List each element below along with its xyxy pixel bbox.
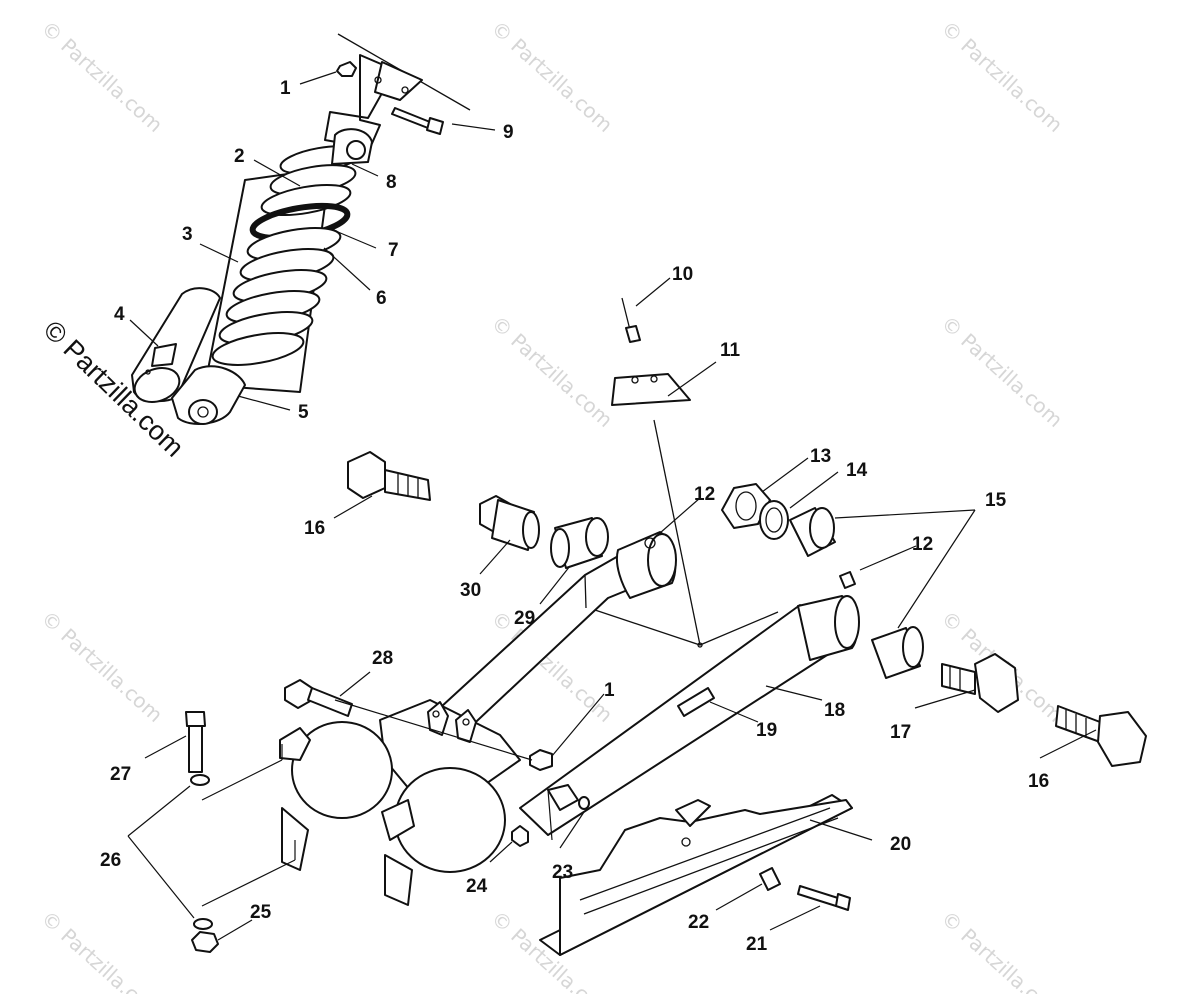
- bushing-15-upper: [789, 507, 836, 557]
- washer-14: [759, 500, 789, 540]
- callout-12: 12: [694, 484, 715, 505]
- callout-15: 15: [985, 490, 1007, 511]
- shock-mount-bracket: [324, 33, 471, 149]
- shock-absorber: [131, 128, 373, 425]
- callout-18: 18: [824, 700, 845, 721]
- watermark: © Partzilla.com: [937, 311, 1068, 432]
- callout-28: 28: [372, 648, 393, 669]
- nut-13: [721, 483, 771, 529]
- callout-10: 10: [672, 264, 693, 285]
- callout-7: 7: [388, 240, 399, 261]
- callout-24: 24: [466, 876, 488, 897]
- nut-1-top: [336, 61, 357, 77]
- callout-17: 17: [890, 722, 911, 743]
- callout-4: 4: [114, 304, 125, 325]
- nut-1-mid: [529, 749, 553, 771]
- washer-23: [578, 796, 590, 810]
- watermark: © Partzilla.com: [937, 906, 1068, 994]
- callout-16: 16: [1028, 771, 1049, 792]
- bushing-15-lower: [871, 626, 924, 679]
- nut-25: [191, 931, 219, 953]
- plate-11-mount-line: [653, 419, 701, 646]
- callout-19: 19: [756, 720, 777, 741]
- bolt-21: [797, 885, 851, 911]
- washer-26-lower: [193, 918, 213, 930]
- callout-1: 1: [604, 680, 615, 701]
- callout-26: 26: [100, 850, 121, 871]
- watermark: © Partzilla.com: [937, 16, 1068, 137]
- bushing-29: [550, 517, 609, 569]
- bolt-9: [391, 107, 444, 135]
- watermark: © Partzilla.com: [487, 311, 618, 432]
- leader-lines: [127, 71, 1097, 941]
- callout-5: 5: [298, 402, 309, 423]
- slide-rail-20: [539, 794, 853, 956]
- callout-30: 30: [460, 580, 481, 601]
- callout-16: 16: [304, 518, 325, 539]
- callout-9: 9: [503, 122, 514, 143]
- callout-2: 2: [234, 146, 245, 167]
- rivet-10: [621, 297, 641, 343]
- callout-11: 11: [720, 340, 741, 361]
- washer-26-upper: [190, 774, 210, 786]
- callout-27: 27: [110, 764, 131, 785]
- plate-11: [611, 373, 691, 406]
- callout-3: 3: [182, 224, 193, 245]
- pivot-bolt-16-right: [1055, 705, 1147, 767]
- watermark: © Partzilla.com: [487, 16, 618, 137]
- callout-8: 8: [386, 172, 397, 193]
- callout-21: 21: [746, 934, 768, 955]
- pivot-bolt-16-left: [347, 451, 431, 501]
- swing-arm-18: [279, 531, 860, 906]
- pivot-bolt-17: [941, 653, 1019, 713]
- callout-20: 20: [890, 834, 911, 855]
- watermark: © Partzilla.com: [37, 16, 168, 137]
- callout-1: 1: [280, 78, 291, 99]
- spring-2: [211, 145, 361, 366]
- grease-fitting-12: [839, 571, 856, 589]
- bolt-28: [284, 679, 353, 717]
- spacer-22: [759, 867, 781, 891]
- callout-29: 29: [514, 608, 535, 629]
- bushing-30: [479, 495, 540, 551]
- watermark: © Partzilla.com: [37, 606, 168, 727]
- callout-6: 6: [376, 288, 387, 309]
- callout-12: 12: [912, 534, 933, 555]
- watermarks: © Partzilla.com © Partzilla.com © Partzi…: [37, 16, 1068, 994]
- callout-14: 14: [846, 460, 868, 481]
- watermark: © Partzilla.com: [37, 906, 168, 994]
- callout-22: 22: [688, 912, 709, 933]
- callout-23: 23: [552, 862, 573, 883]
- callout-13: 13: [810, 446, 831, 467]
- bolt-27: [185, 711, 206, 773]
- callout-numbers: 1 9 2 8 3 7 6 4 5 10 11 16 12 13 14 15 3…: [100, 78, 1049, 955]
- callout-25: 25: [250, 902, 272, 923]
- nut-24: [511, 825, 529, 847]
